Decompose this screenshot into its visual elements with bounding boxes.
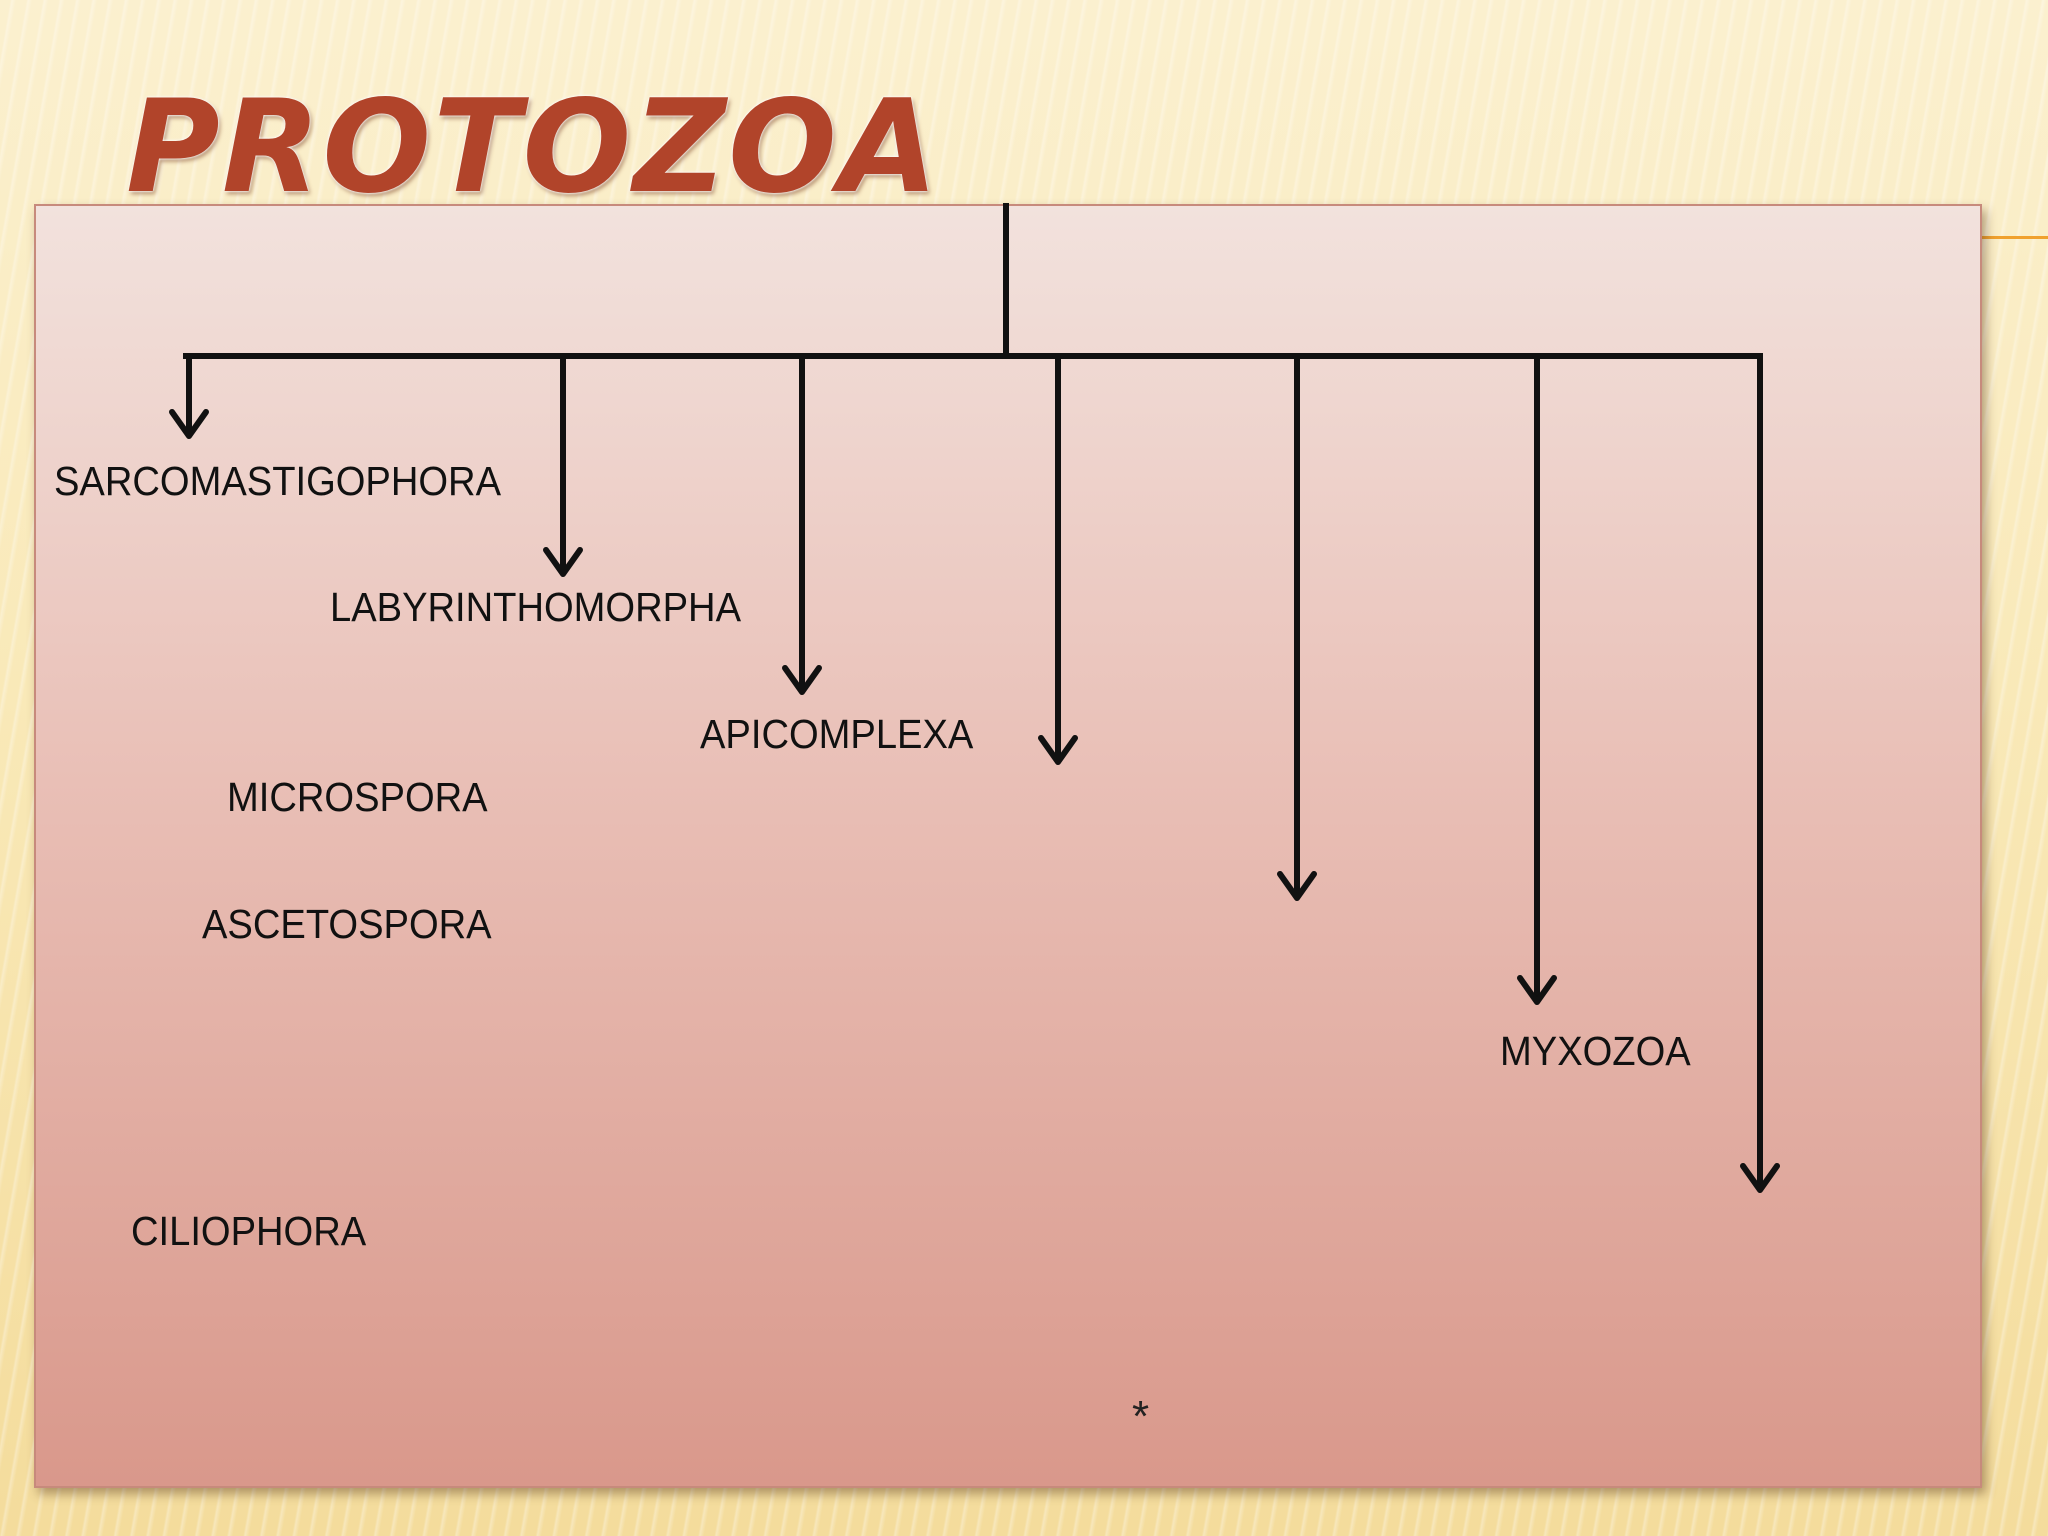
node-myxozoa: MYXOZOA xyxy=(1500,1028,1691,1074)
node-ascetospora: ASCETOSPORA xyxy=(202,901,492,947)
node-labyrinthomorpha: LABYRINTHOMORPHA xyxy=(330,584,742,630)
arrowhead-1 xyxy=(169,409,209,439)
footnote-asterisk: * xyxy=(1132,1392,1150,1441)
node-sarcomastigophora: SARCOMASTIGOPHORA xyxy=(54,458,502,504)
node-microspora: MICROSPORA xyxy=(227,774,488,820)
node-apicomplexa: APICOMPLEXA xyxy=(700,711,974,757)
arrowhead-6 xyxy=(1517,975,1557,1005)
accent-line xyxy=(1976,236,2048,239)
slide-title: PROTOZOA xyxy=(126,73,940,222)
arrowhead-4 xyxy=(1038,735,1078,765)
diagram-panel xyxy=(34,204,1982,1488)
arrowhead-2 xyxy=(543,547,583,577)
node-ciliophora: CILIOPHORA xyxy=(131,1208,367,1254)
arrowhead-3 xyxy=(782,665,822,695)
arrowhead-5 xyxy=(1277,871,1317,901)
arrowhead-7 xyxy=(1740,1163,1780,1193)
